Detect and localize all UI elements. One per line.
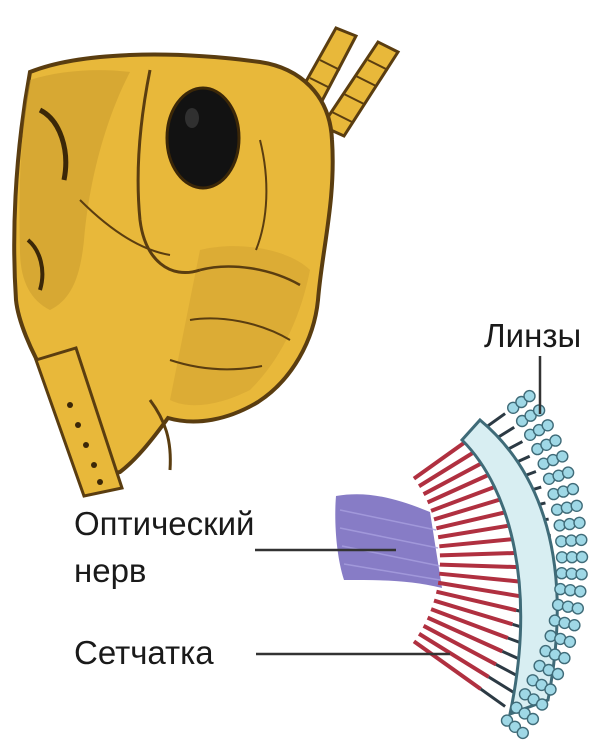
lens-facet xyxy=(561,502,572,513)
lens-facet xyxy=(564,636,575,647)
compound-eye-icon xyxy=(167,88,239,188)
lens-facet xyxy=(545,684,556,695)
lens-facet xyxy=(576,569,587,580)
retina-ray xyxy=(440,553,522,556)
lens-facet xyxy=(559,653,570,664)
label-optic-nerve-line1: Оптический xyxy=(74,505,254,542)
lens-facet xyxy=(537,699,548,710)
lens-facet xyxy=(553,599,564,610)
optic-nerve-icon xyxy=(335,494,442,588)
lens-facet xyxy=(577,552,588,563)
lens-facet xyxy=(542,420,553,431)
lens-facet xyxy=(567,484,578,495)
label-retina: Сетчатка xyxy=(74,634,450,671)
retina-ray xyxy=(439,538,521,546)
lens-facet xyxy=(517,727,528,738)
lens-facet xyxy=(575,586,586,597)
lens-facet xyxy=(563,467,574,478)
label-optic-nerve-line2: нерв xyxy=(74,552,146,589)
grasshopper-head-icon xyxy=(14,28,398,496)
eye-section-icon xyxy=(335,391,587,739)
lens-facet xyxy=(571,500,582,511)
lens-facet xyxy=(524,391,535,402)
lens-facet xyxy=(576,534,587,545)
lens-facet xyxy=(552,669,563,680)
crystalline-cone xyxy=(481,689,505,706)
lens-facet xyxy=(565,585,576,596)
lens-facet xyxy=(550,435,561,446)
label-lenses-text: Линзы xyxy=(484,317,581,354)
lens-facet xyxy=(574,517,585,528)
lens-facet xyxy=(569,620,580,631)
lens-facet xyxy=(527,714,538,725)
lens-facet xyxy=(572,603,583,614)
crystalline-cone xyxy=(489,677,515,693)
retina-ray xyxy=(434,601,512,625)
lens-facet xyxy=(557,451,568,462)
retina-ray xyxy=(440,565,522,568)
lens-facet xyxy=(552,504,563,515)
label-retina-text: Сетчатка xyxy=(74,634,214,671)
retina-ray xyxy=(439,574,521,582)
